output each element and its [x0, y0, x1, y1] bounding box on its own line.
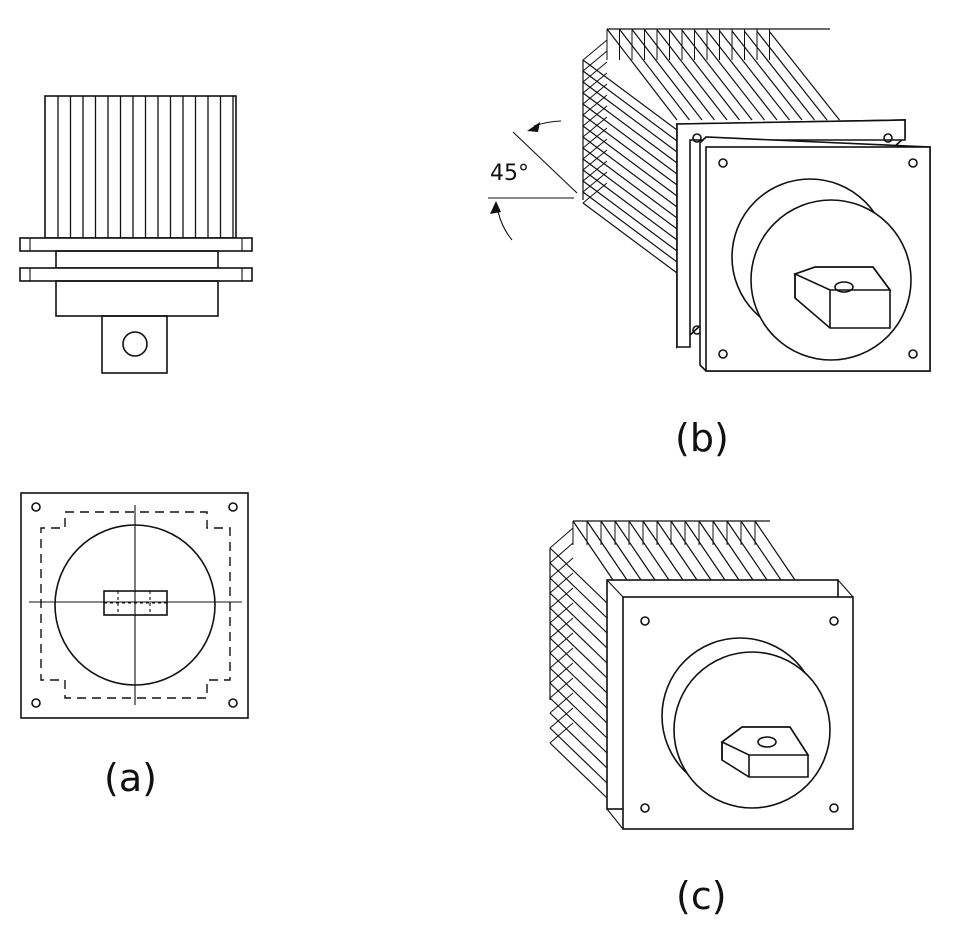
view-a-side-elevation [19, 95, 253, 374]
fin-line [549, 527, 574, 549]
fin-line [549, 692, 574, 714]
fin-line [582, 81, 678, 153]
fin-line [582, 94, 608, 116]
fin-line [582, 83, 608, 105]
fin-line [549, 712, 608, 769]
fin-line [656, 520, 698, 581]
fin-line [586, 520, 628, 581]
fin-line [549, 697, 608, 754]
fin-line [549, 637, 608, 694]
fin-line [712, 520, 754, 581]
fin-line [754, 520, 796, 581]
fin-line [706, 30, 778, 121]
fin-line [582, 138, 608, 160]
fin-line [694, 30, 765, 121]
view-a-top-plan [20, 492, 249, 719]
fin-line [549, 677, 574, 699]
fin-line [681, 29, 753, 121]
fin-stack [582, 28, 840, 274]
fin-line [582, 92, 678, 164]
fin-line [656, 29, 728, 121]
fin-line [582, 180, 678, 252]
fin-line [744, 30, 815, 121]
caption-b: (b) [675, 416, 729, 460]
fin-line [582, 50, 608, 72]
fin-line [549, 667, 608, 724]
fin-line [549, 662, 574, 684]
fin-line [549, 557, 574, 579]
fin-line [549, 652, 608, 709]
fin-line [582, 114, 678, 186]
fin-line [549, 647, 574, 669]
view-b-isometric: 45° [488, 28, 931, 372]
fin-line [549, 547, 608, 604]
fin-line [582, 72, 608, 94]
fin-line [549, 577, 608, 634]
fin-line [549, 707, 574, 729]
fin-line [549, 542, 574, 564]
fin-line [549, 572, 574, 594]
fin-line [549, 727, 608, 784]
angle-label: 45° [490, 161, 529, 186]
fin-line [769, 31, 840, 121]
fin-line [582, 169, 678, 241]
fin-line [600, 520, 642, 581]
fin-line [606, 28, 678, 121]
fin-line [582, 191, 678, 263]
fin-line [628, 520, 670, 581]
fin-line [582, 39, 608, 61]
fin-line [549, 602, 574, 624]
fin-line [549, 587, 574, 609]
fin-line [582, 61, 608, 83]
fin-line [614, 520, 656, 581]
fin-line [549, 722, 574, 744]
fin-stack [549, 520, 796, 799]
view-c-isometric [549, 520, 854, 830]
fin-line [698, 520, 740, 581]
fin-line [549, 682, 608, 739]
fin-line [572, 520, 614, 581]
fin-line [582, 127, 608, 149]
fin-line [549, 562, 608, 619]
caption-a: (a) [104, 756, 157, 800]
fin-line [582, 147, 678, 219]
fin-line [549, 622, 608, 679]
fin-line [684, 520, 726, 581]
fin-line [549, 617, 574, 639]
caption-c: (c) [676, 874, 727, 918]
fin-lines [57, 96, 234, 238]
fin-line [731, 30, 803, 121]
fin-line [582, 70, 678, 142]
fin-line [582, 103, 678, 175]
fin-line [644, 29, 715, 121]
fin-line [631, 29, 703, 121]
fin-line [726, 520, 768, 581]
fin-line [582, 149, 608, 171]
fin-line [549, 607, 608, 664]
fin-line [582, 136, 678, 208]
fin-line [549, 742, 608, 799]
fin-line [582, 171, 608, 193]
fin-line [549, 632, 574, 654]
fin-line [582, 202, 678, 274]
fin-line [582, 125, 678, 197]
fin-line [549, 592, 608, 649]
fin-line [582, 116, 608, 138]
fin-line [756, 31, 828, 121]
fin-line [582, 160, 608, 182]
fin-line [619, 28, 690, 121]
fin-line [669, 29, 740, 121]
fin-line [582, 105, 608, 127]
fin-line [582, 59, 678, 131]
fin-line [582, 158, 678, 230]
fin-line [670, 520, 712, 581]
fin-line [582, 182, 608, 204]
fin-line [740, 520, 782, 581]
fin-line [642, 520, 684, 581]
fin-line [719, 30, 790, 121]
